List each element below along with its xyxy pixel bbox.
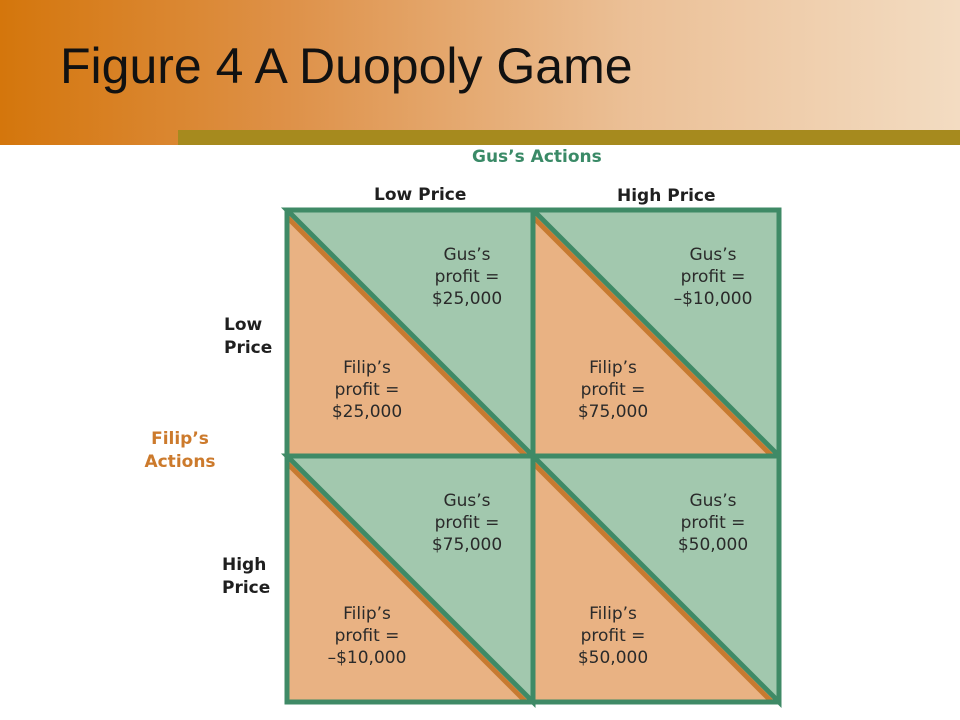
filip-payoff-line: profit = bbox=[335, 380, 400, 400]
row-player-label-line2: Actions bbox=[144, 452, 216, 472]
filip-payoff-line: Filip’s bbox=[589, 604, 637, 624]
row-header-high-price: High Price bbox=[222, 554, 270, 600]
title-banner bbox=[0, 0, 960, 145]
column-player-label: Gus’s Actions bbox=[472, 147, 602, 167]
gus-payoff-line: Gus’s bbox=[689, 245, 736, 265]
column-header-low-price: Low Price bbox=[374, 185, 467, 205]
gus-payoff-line: profit = bbox=[435, 267, 500, 287]
row-header-low-price: Low Price bbox=[224, 314, 272, 360]
filip-payoff-line: –$10,000 bbox=[328, 648, 407, 668]
filip-payoff-line: profit = bbox=[581, 380, 646, 400]
filip-payoff-line: $75,000 bbox=[578, 402, 648, 422]
row-player-label-line1: Filip’s bbox=[151, 429, 209, 449]
row-header-low-line1: Low bbox=[224, 315, 263, 335]
filip-payoff-line: Filip’s bbox=[343, 604, 391, 624]
column-header-high-price: High Price bbox=[617, 186, 716, 206]
gus-payoff-line: Gus’s bbox=[443, 491, 490, 511]
gus-payoff-line: Gus’s bbox=[443, 245, 490, 265]
filip-payoff-line: profit = bbox=[581, 626, 646, 646]
gus-payoff-line: $50,000 bbox=[678, 535, 748, 555]
gus-payoff-line: $75,000 bbox=[432, 535, 502, 555]
gus-payoff-line: profit = bbox=[435, 513, 500, 533]
page-title: Figure 4 A Duopoly Game bbox=[60, 38, 633, 94]
row-header-high-line2: Price bbox=[222, 578, 271, 598]
gus-payoff-line: profit = bbox=[681, 267, 746, 287]
filip-payoff-line: $50,000 bbox=[578, 648, 648, 668]
filip-payoff-line: $25,000 bbox=[332, 402, 402, 422]
title-underline-bar bbox=[178, 130, 960, 145]
row-player-label: Filip’s Actions bbox=[142, 428, 218, 474]
gus-payoff-line: Gus’s bbox=[689, 491, 736, 511]
filip-payoff-line: profit = bbox=[335, 626, 400, 646]
filip-payoff-line: Filip’s bbox=[343, 358, 391, 378]
filip-payoff-line: Filip’s bbox=[589, 358, 637, 378]
row-header-low-line2: Price bbox=[224, 338, 273, 358]
gus-payoff-line: $25,000 bbox=[432, 289, 502, 309]
gus-payoff-line: –$10,000 bbox=[674, 289, 753, 309]
row-header-high-line1: High bbox=[222, 555, 267, 575]
gus-payoff-line: profit = bbox=[681, 513, 746, 533]
